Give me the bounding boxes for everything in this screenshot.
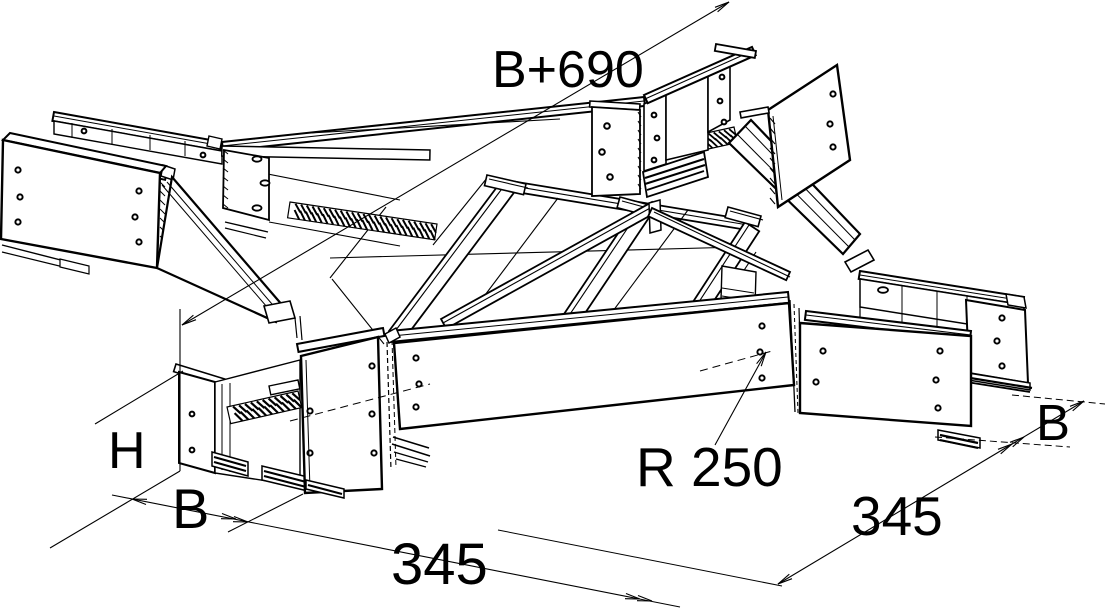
svg-text:B: B [172,477,209,540]
svg-text:345: 345 [391,532,488,597]
svg-text:B+690: B+690 [492,41,644,99]
svg-text:B: B [1036,394,1070,451]
svg-text:345: 345 [851,485,943,547]
svg-text:R 250: R 250 [636,436,783,498]
svg-text:H: H [108,422,146,480]
